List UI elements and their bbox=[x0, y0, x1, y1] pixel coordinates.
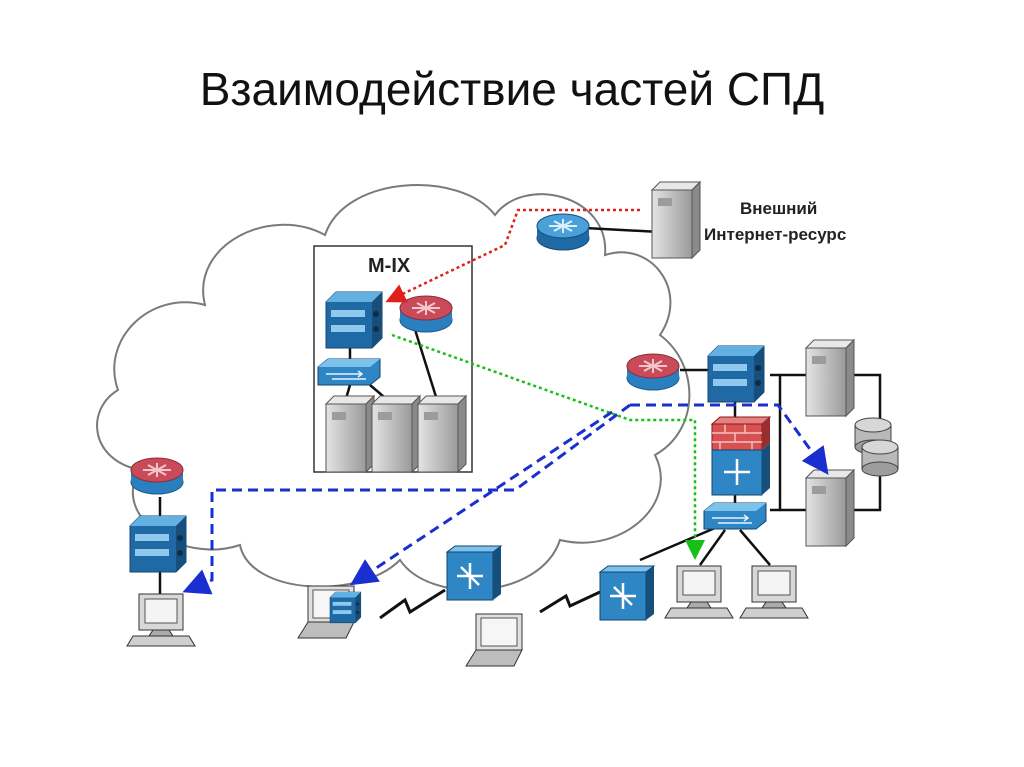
remote-access-switch-1-icon bbox=[445, 544, 503, 602]
campus-router-icon bbox=[626, 353, 680, 391]
external-resource-label-line1: Внешний bbox=[740, 199, 817, 218]
campus-switch-icon bbox=[703, 502, 767, 530]
vpn-flow-blue-3 bbox=[349, 410, 613, 586]
external-server-icon bbox=[651, 181, 701, 259]
vpn-flow-blue-1 bbox=[630, 403, 829, 475]
remote-laptop-2-icon bbox=[465, 613, 523, 667]
page-title: Взаимодействие частей СПД bbox=[199, 63, 825, 115]
branch-pc-icon bbox=[126, 593, 196, 647]
datacenter-server-1-icon bbox=[805, 339, 855, 417]
external-flow-red bbox=[385, 208, 640, 303]
remote-access-switch-2-icon bbox=[598, 564, 656, 622]
external-resource-label-line2: Интернет-ресурс bbox=[704, 225, 846, 244]
datacenter-server-2-icon bbox=[805, 469, 855, 547]
mix-label: M-IX bbox=[368, 255, 411, 277]
mix-router-icon bbox=[399, 295, 453, 333]
wan-link-left bbox=[379, 588, 446, 620]
vpn-flow-blue-2 bbox=[182, 403, 631, 595]
mix-server-2-icon bbox=[371, 395, 421, 473]
firewall-icon bbox=[710, 416, 772, 496]
internal-flow-green bbox=[391, 333, 705, 560]
mix-multilayer-switch-icon bbox=[325, 291, 383, 349]
mix-server-3-icon bbox=[417, 395, 467, 473]
wan-link-right bbox=[539, 590, 601, 614]
branch-router-icon bbox=[130, 457, 184, 495]
office-pc-2-icon bbox=[739, 565, 809, 619]
internet-router-icon bbox=[536, 213, 590, 251]
laptop-vpn-device-icon bbox=[329, 591, 362, 624]
mix-server-1-icon bbox=[325, 395, 375, 473]
mix-switch-icon bbox=[317, 358, 381, 386]
office-pc-1-icon bbox=[664, 565, 734, 619]
branch-multilayer-switch-icon bbox=[129, 515, 187, 573]
campus-multilayer-switch-icon bbox=[707, 345, 765, 403]
storage-disk-2-icon bbox=[861, 439, 899, 477]
